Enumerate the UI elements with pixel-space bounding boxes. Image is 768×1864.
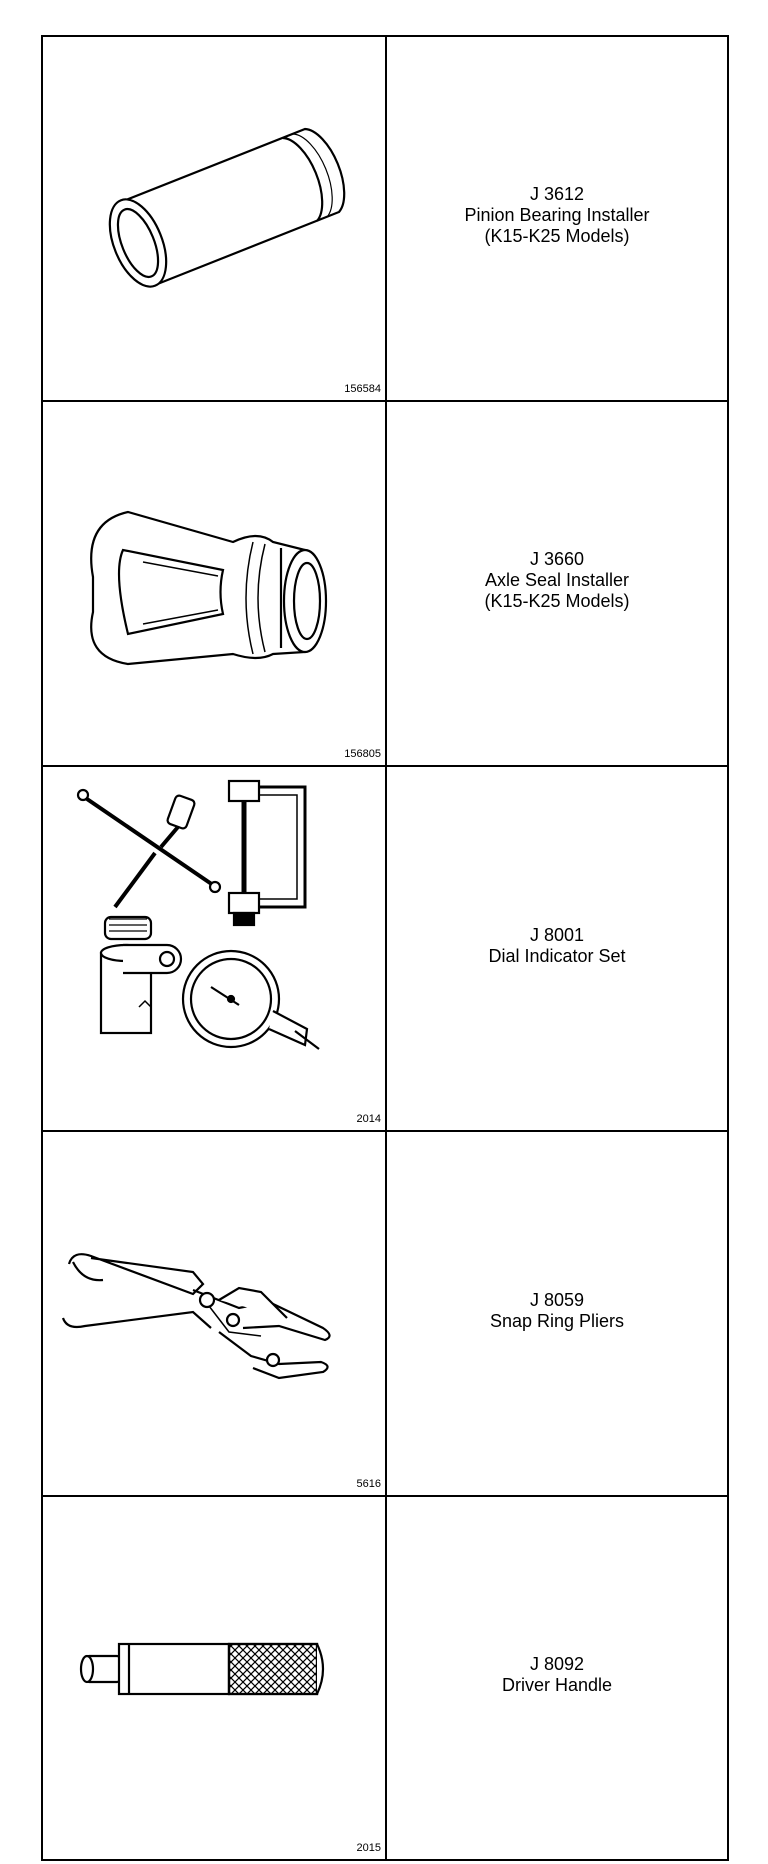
- tube-icon: [108, 127, 346, 288]
- tool-illustration-cell: 156805: [43, 402, 387, 765]
- tool-description: J 8001 Dial Indicator Set: [387, 767, 727, 1130]
- tool-illustration-cell: 2015: [43, 1497, 387, 1859]
- tool-name: Pinion Bearing Installer: [464, 205, 650, 225]
- figure-number: 2014: [356, 1113, 381, 1125]
- tool-models: (K15-K25 Models): [484, 226, 630, 246]
- tool-name: Snap Ring Pliers: [489, 1310, 625, 1331]
- snap-ring-pliers-icon: [61, 1253, 331, 1380]
- seal-installer-icon: [90, 510, 328, 666]
- tool-name: Driver Handle: [501, 1675, 613, 1695]
- part-number: J 8092: [529, 1654, 585, 1674]
- part-number: J 3612: [529, 184, 585, 204]
- part-number: J 8001: [529, 924, 585, 945]
- special-tools-table: 156584 J 3612 Pinion Bearing Installer (…: [41, 35, 729, 1861]
- tool-row-j8001: 2014 J 8001 Dial Indicator Set: [43, 767, 727, 1132]
- tool-row-j3660: 156805 J 3660 Axle Seal Installer (K15-K…: [43, 402, 727, 767]
- dial-indicator-set-icon: [76, 779, 320, 1050]
- tool-name: Axle Seal Installer: [484, 570, 630, 590]
- tool-illustration-cell: 2014: [43, 767, 387, 1130]
- tool-description: J 8092 Driver Handle: [387, 1497, 727, 1859]
- tool-illustration-cell: 5616: [43, 1132, 387, 1495]
- figure-number: 5616: [356, 1478, 381, 1490]
- figure-number: 156805: [344, 748, 381, 760]
- part-number: J 3660: [529, 549, 585, 569]
- tool-row-j8059: 5616 J 8059 Snap Ring Pliers: [43, 1132, 727, 1497]
- tool-name: Dial Indicator Set: [488, 945, 626, 966]
- tool-row-j3612: 156584 J 3612 Pinion Bearing Installer (…: [43, 37, 727, 402]
- figure-number: 156584: [344, 383, 381, 395]
- tool-description: J 8059 Snap Ring Pliers: [387, 1132, 727, 1495]
- tool-description: J 3660 Axle Seal Installer (K15-K25 Mode…: [387, 402, 727, 765]
- tool-illustration-cell: 156584: [43, 37, 387, 400]
- tool-models: (K15-K25 Models): [484, 591, 630, 611]
- driver-handle-icon: [79, 1642, 325, 1696]
- tool-row-j8092: 2015 J 8092 Driver Handle: [43, 1497, 727, 1859]
- figure-number: 2015: [356, 1842, 381, 1854]
- tool-description: J 3612 Pinion Bearing Installer (K15-K25…: [387, 37, 727, 400]
- part-number: J 8059: [529, 1289, 585, 1310]
